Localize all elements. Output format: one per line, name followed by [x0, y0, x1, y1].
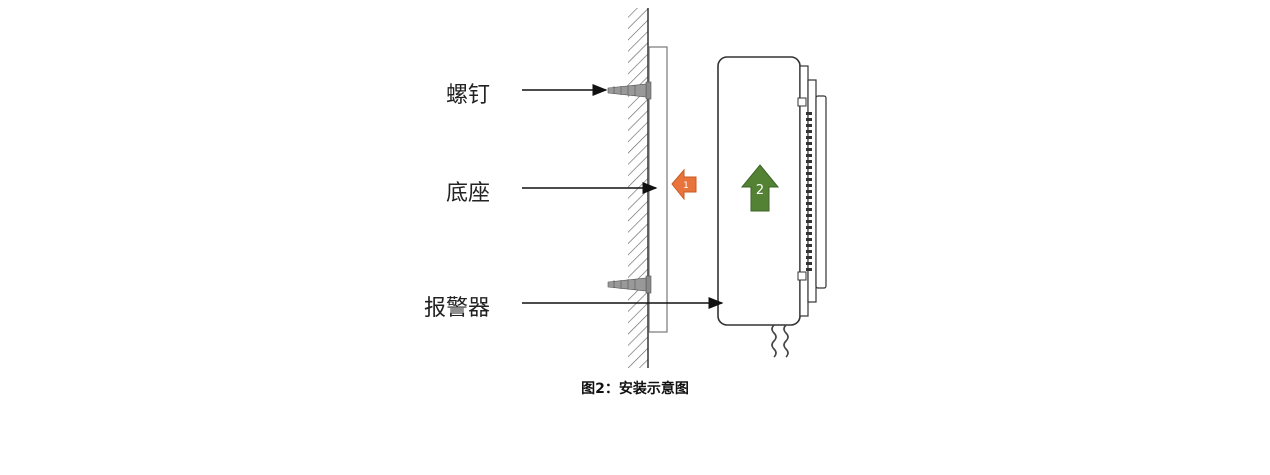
vent-rib — [806, 268, 812, 271]
vent-rib — [806, 112, 812, 115]
step2-arrow: 2 — [740, 164, 780, 212]
screw-top — [607, 81, 652, 100]
figure-caption: 图2：安装示意图 — [581, 381, 689, 397]
vent-rib — [806, 232, 812, 235]
label-alarm: 报警器 — [424, 296, 491, 321]
base-plate — [648, 46, 668, 333]
vent-rib — [806, 142, 812, 145]
vent-rib — [806, 178, 812, 181]
cable — [771, 324, 789, 358]
vent-rib — [806, 202, 812, 205]
vent-rib — [806, 196, 812, 199]
vent-rib — [806, 160, 812, 163]
vent-rib — [806, 250, 812, 253]
label-base: 底座 — [446, 181, 491, 206]
vent-rib — [806, 184, 812, 187]
vent-rib — [806, 148, 812, 151]
vent-rib — [806, 220, 812, 223]
vent-rib — [806, 172, 812, 175]
step1-arrow: 1 — [671, 168, 697, 201]
vent-rib — [806, 256, 812, 259]
vent-rib — [806, 226, 812, 229]
vent-rib — [806, 190, 812, 193]
vent-rib — [806, 136, 812, 139]
step1-number: 1 — [683, 181, 689, 191]
vent-rib — [806, 208, 812, 211]
vent-ribs — [806, 112, 812, 271]
vent-rib — [806, 166, 812, 169]
vent-rib — [806, 262, 812, 265]
alarm-device — [717, 56, 827, 326]
vent-rib — [806, 130, 812, 133]
label-screw: 螺钉 — [446, 83, 491, 108]
vent-rib — [806, 244, 812, 247]
step2-number: 2 — [756, 183, 764, 198]
screw-bottom — [607, 275, 652, 294]
vent-rib — [806, 154, 812, 157]
vent-rib — [806, 124, 812, 127]
vent-rib — [806, 214, 812, 217]
vent-rib — [806, 238, 812, 241]
vent-rib — [806, 118, 812, 121]
